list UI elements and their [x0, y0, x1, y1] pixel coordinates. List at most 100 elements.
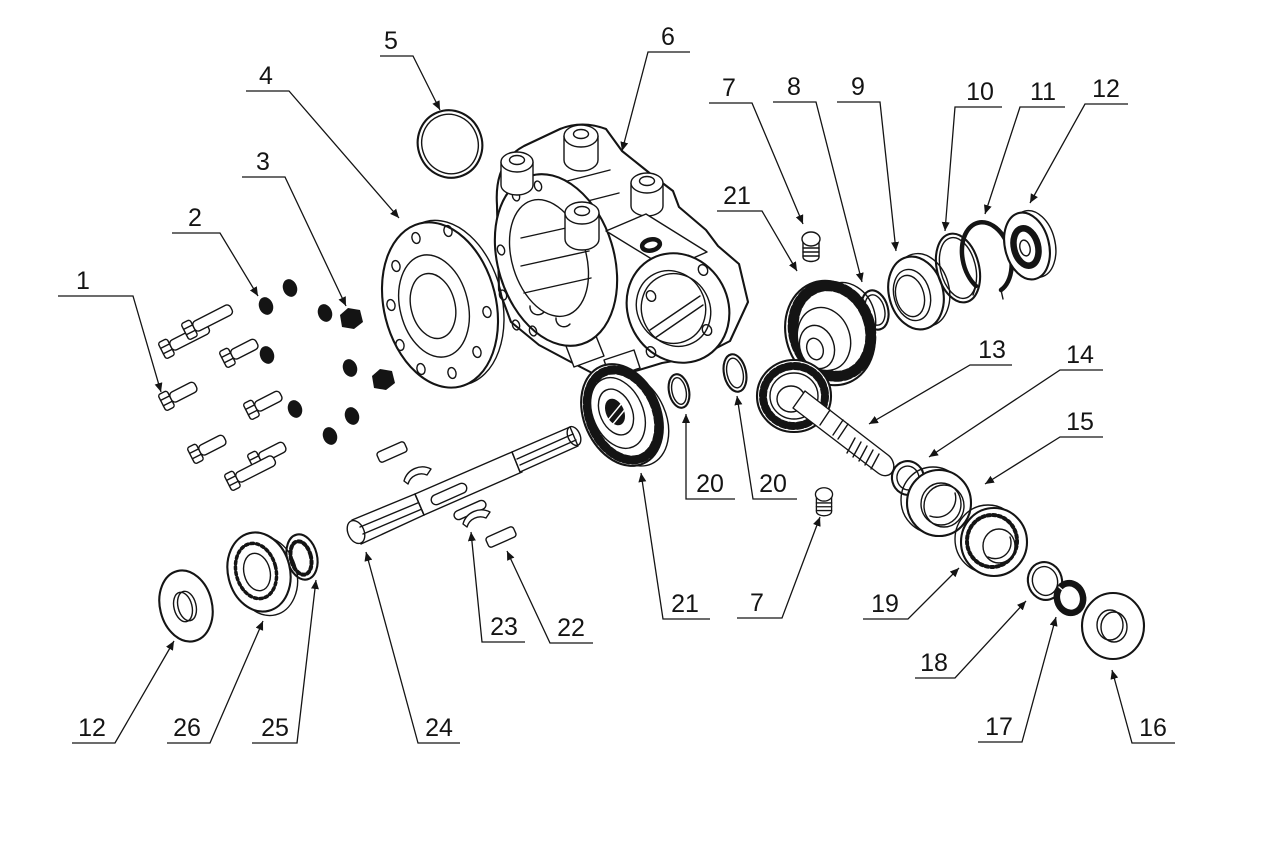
leader-line-20 — [734, 395, 797, 500]
callout-number-6: 6 — [661, 23, 675, 51]
leader-line-12 — [72, 640, 175, 744]
callout-number-26: 26 — [173, 714, 201, 742]
part-21-spur-gear — [580, 363, 670, 467]
callout-number-4: 4 — [259, 62, 273, 90]
leader-line-4 — [246, 90, 400, 219]
leader-line-1 — [58, 295, 163, 393]
part-5-o-ring — [416, 109, 484, 179]
part-18-ring — [1026, 561, 1064, 601]
leader-line-22 — [506, 550, 593, 644]
callout-22-24: 22 — [506, 550, 593, 644]
part-12-seal-washer-bottom — [158, 569, 214, 643]
callout-16-23: 16 — [1110, 669, 1175, 744]
callout-12-29: 12 — [72, 640, 175, 744]
callout-2-1: 2 — [172, 204, 259, 297]
leader-line-11 — [983, 106, 1065, 215]
leader-line-19 — [863, 567, 960, 620]
leader-line-3 — [242, 176, 347, 307]
callout-1-0: 1 — [58, 267, 163, 393]
callout-number-11: 11 — [1030, 78, 1056, 106]
callout-number-18: 18 — [920, 649, 948, 677]
leader-line-18 — [915, 600, 1027, 679]
part-12-seal-washer-top — [1003, 209, 1057, 281]
callout-number-9: 9 — [851, 73, 865, 101]
callout-number-1: 1 — [76, 267, 90, 295]
leader-line-21 — [717, 210, 798, 272]
part-7-screw-plug-top — [801, 231, 821, 263]
callout-23-25: 23 — [467, 531, 525, 643]
callout-number-13: 13 — [978, 336, 1006, 364]
leader-line-9 — [837, 101, 900, 252]
leader-line-2 — [172, 232, 259, 297]
part-23-half-moon-key-b — [462, 509, 491, 528]
callout-7-19: 7 — [737, 516, 821, 619]
callout-13-13: 13 — [868, 336, 1012, 425]
part-13-bevel-pinion-shaft — [755, 358, 895, 477]
callout-number-7: 7 — [750, 589, 764, 617]
part-20-o-ring-left — [667, 373, 691, 409]
part-3-hex-nuts — [340, 308, 395, 390]
callout-number-20: 20 — [759, 470, 787, 498]
callout-25-27: 25 — [252, 579, 319, 744]
callout-4-3: 4 — [246, 62, 400, 219]
callout-20-16: 20 — [682, 414, 735, 500]
part-15-bearing — [900, 466, 973, 538]
leader-line-8 — [773, 101, 864, 283]
leader-line-20 — [682, 414, 735, 500]
part-1-hex-bolts — [157, 299, 290, 492]
leader-line-13 — [868, 364, 1012, 425]
callout-17-22: 17 — [978, 616, 1058, 743]
part-11-snap-ring — [959, 219, 1014, 300]
callout-3-2: 3 — [242, 148, 347, 307]
part-6-gearbox-housing — [493, 123, 750, 379]
part-16-flat-washer — [1080, 591, 1146, 661]
callout-number-17: 17 — [985, 713, 1013, 741]
leader-line-7 — [737, 516, 821, 619]
callout-number-2: 2 — [188, 204, 202, 232]
callout-21-18: 21 — [638, 472, 710, 620]
part-10-large-ring — [934, 232, 982, 304]
callout-number-20: 20 — [696, 470, 724, 498]
callout-10-9: 10 — [941, 78, 1002, 232]
part-2-washers — [258, 279, 360, 445]
callout-7-6: 7 — [709, 74, 804, 225]
callout-26-28: 26 — [167, 620, 264, 744]
part-7-screw-plug-bottom — [814, 487, 834, 517]
callout-number-12: 12 — [1092, 75, 1120, 103]
leader-line-5 — [380, 55, 441, 111]
callout-number-21: 21 — [723, 182, 751, 210]
callout-24-26: 24 — [364, 551, 460, 744]
leader-line-17 — [978, 616, 1058, 743]
callout-number-21: 21 — [671, 590, 699, 618]
part-26-ball-bearing — [226, 531, 299, 617]
callout-number-19: 19 — [871, 590, 899, 618]
part-17-snap-ring — [1053, 579, 1087, 617]
leader-line-26 — [167, 620, 264, 744]
callout-19-20: 19 — [863, 567, 960, 620]
callout-number-10: 10 — [966, 78, 994, 106]
callout-21-12: 21 — [717, 182, 798, 272]
part-4-cover-flange — [380, 219, 505, 389]
callout-14-14: 14 — [928, 341, 1103, 458]
callout-number-23: 23 — [490, 613, 518, 641]
part-22-parallel-key-b — [485, 526, 517, 548]
callout-number-24: 24 — [425, 714, 453, 742]
part-23-half-moon-key-a — [403, 466, 432, 485]
callout-20-17: 20 — [734, 395, 797, 500]
part-20-o-ring-right — [722, 353, 748, 393]
leader-line-14 — [928, 369, 1103, 458]
callout-number-12: 12 — [78, 714, 106, 742]
callout-5-4: 5 — [380, 27, 441, 111]
callout-12-11: 12 — [1029, 75, 1128, 204]
callout-number-22: 22 — [557, 614, 585, 642]
leader-line-25 — [252, 579, 319, 744]
callout-number-15: 15 — [1066, 408, 1094, 436]
callout-8-7: 8 — [773, 73, 864, 283]
leader-line-16 — [1110, 669, 1175, 744]
leader-line-23 — [467, 531, 525, 643]
leader-line-24 — [364, 551, 460, 744]
callout-number-7: 7 — [722, 74, 736, 102]
